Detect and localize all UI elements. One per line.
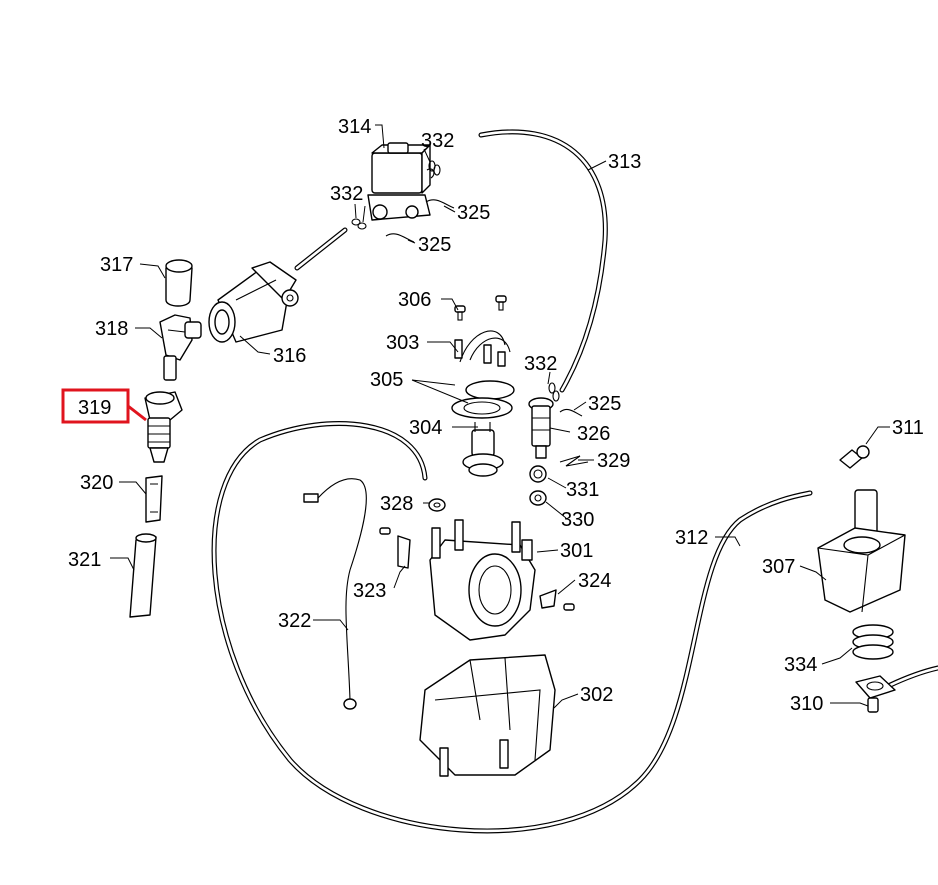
label-301: 301 (560, 540, 593, 562)
label-332-top: 332 (421, 130, 454, 152)
label-318: 318 (95, 318, 128, 340)
grommet-328 (428, 498, 446, 512)
label-324: 324 (578, 570, 611, 592)
label-325-right: 325 (588, 393, 621, 415)
valve-insert-326 (528, 397, 554, 459)
label-310: 310 (790, 693, 823, 715)
label-331: 331 (566, 479, 599, 501)
spring-331 (529, 465, 547, 483)
boiler-301 (429, 519, 536, 641)
outlet-310 (855, 675, 896, 713)
pipe-321 (129, 533, 157, 618)
leader-lines (110, 124, 890, 709)
o-rings-332-right (548, 382, 560, 402)
label-321: 321 (68, 549, 101, 571)
tube-313 (478, 129, 608, 393)
tube-312 (211, 421, 813, 834)
tube-316-to-valve (294, 227, 348, 271)
label-314: 314 (338, 116, 371, 138)
label-329: 329 (597, 450, 630, 472)
clip-329 (559, 455, 589, 467)
label-307: 307 (762, 556, 795, 578)
part-labels: 314 332 313 332 325 325 317 306 318 303 … (68, 116, 924, 715)
label-330: 330 (561, 509, 594, 531)
cap-317 (165, 259, 193, 307)
filter-320 (145, 475, 163, 523)
label-312: 312 (675, 527, 708, 549)
spring-334 (852, 624, 894, 660)
label-313: 313 (608, 151, 641, 173)
highlight-pointer-319 (127, 404, 147, 422)
base-housing-302 (419, 654, 556, 777)
fitting-311 (839, 445, 870, 469)
label-322: 322 (278, 610, 311, 632)
clip-325-right (559, 408, 583, 417)
label-317: 317 (100, 254, 133, 276)
label-325-mid: 325 (418, 234, 451, 256)
label-305: 305 (370, 369, 403, 391)
bracket-323 (379, 527, 411, 569)
label-306: 306 (398, 289, 431, 311)
clip-324 (539, 589, 575, 611)
screws-306 (454, 295, 507, 321)
coupling-319 (144, 391, 183, 463)
label-323: 323 (353, 580, 386, 602)
label-332-right: 332 (524, 353, 557, 375)
label-325-top: 325 (457, 202, 490, 224)
thermostat-304 (462, 422, 504, 477)
o-rings-332-top (428, 160, 441, 176)
label-319: 319 (78, 397, 111, 419)
clips-325-valve (385, 199, 455, 243)
wiring-303 (454, 330, 511, 367)
label-334: 334 (784, 654, 817, 676)
pump-307 (817, 489, 906, 613)
label-326: 326 (577, 423, 610, 445)
gaskets-305 (451, 380, 515, 419)
label-332-left: 332 (330, 183, 363, 205)
connector-318 (159, 314, 202, 381)
label-316: 316 (273, 345, 306, 367)
label-303: 303 (386, 332, 419, 354)
solenoid-valve-314 (367, 142, 435, 221)
nut-330 (529, 490, 547, 506)
label-302: 302 (580, 684, 613, 706)
o-rings-332-left (351, 218, 367, 230)
pump-housing-316 (208, 261, 299, 343)
label-311: 311 (892, 417, 924, 439)
label-328: 328 (380, 493, 413, 515)
sensor-cable-322 (303, 478, 367, 710)
label-304: 304 (409, 417, 442, 439)
label-320: 320 (80, 472, 113, 494)
